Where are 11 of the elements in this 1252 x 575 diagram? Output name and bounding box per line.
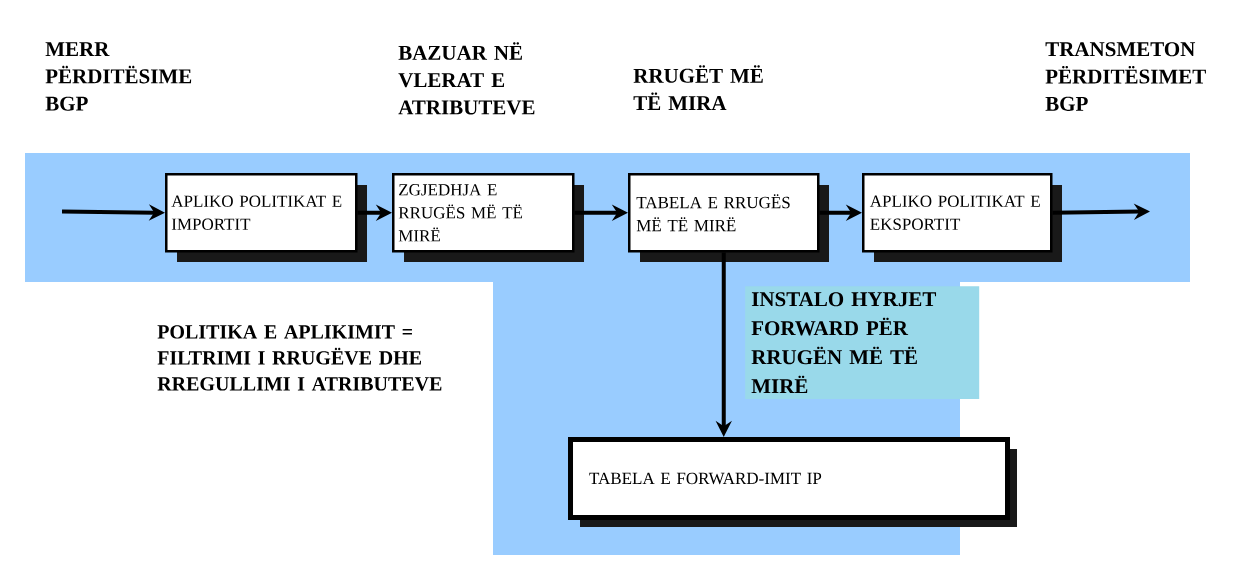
process-box: TABELA E RRUGËS MË TË MIRË xyxy=(628,173,829,262)
heading-label: TRANSMETON PËRDITËSIMET BGP xyxy=(1045,42,1206,111)
heading-label: BAZUAR NË VLERAT E ATRIBUTEVE xyxy=(398,42,535,115)
edge-label: INSTALO HYRJET FORWARD PËR RRUGËN MË TË MIRË xyxy=(745,286,980,400)
heading-label: MERR PËRDITËSIME BGP xyxy=(45,42,192,111)
process-box: ZGJEDHJA E RRUGËS MË TË MIRË xyxy=(392,173,584,262)
heading-label: POLITIKA E APLIKIMIT = FILTRIMI I RRUGËVE DHE RREGULLIMI I ATRIBUTEVE xyxy=(157,325,442,391)
process-box: APLIKO POLITIKAT E IMPORTIT xyxy=(165,173,367,262)
heading-label: RRUGËT MË TË MIRA xyxy=(633,65,763,110)
process-box: APLIKO POLITIKAT E EKSPORTIT xyxy=(862,173,1062,262)
process-box: TABELA E FORWARD-IMIT IP xyxy=(568,437,1017,527)
